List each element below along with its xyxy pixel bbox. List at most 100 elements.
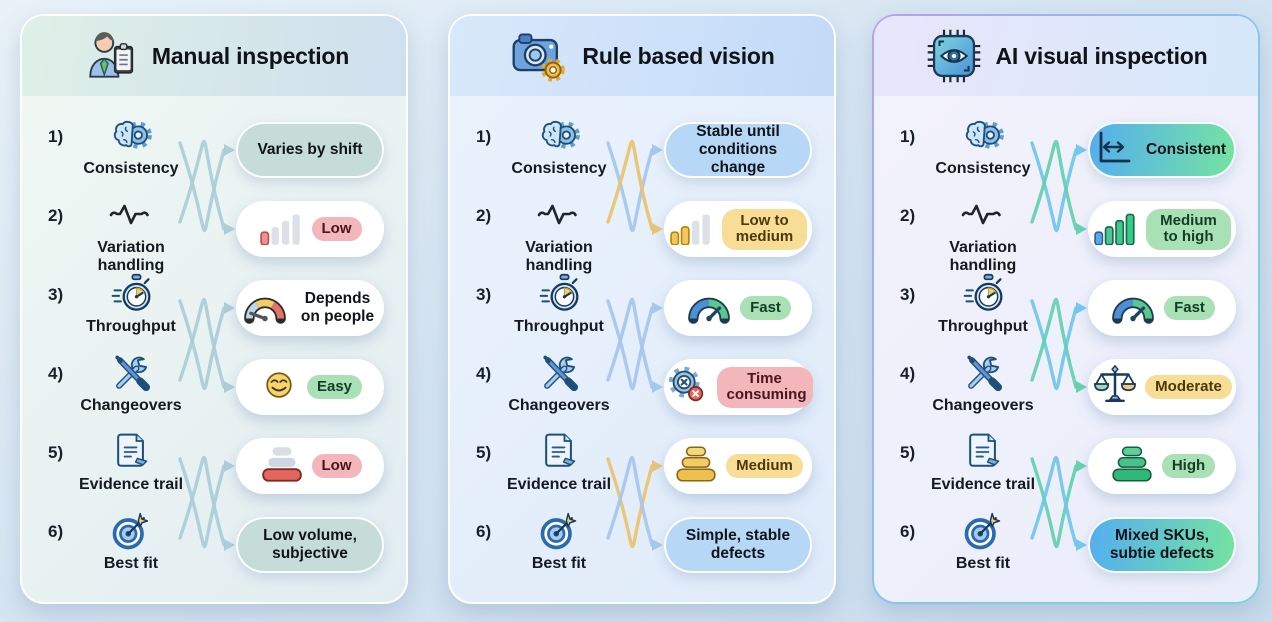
badge-easy: Easy [236, 359, 384, 415]
status-pill: Low [311, 453, 362, 479]
status-pill: Low to medium [722, 208, 807, 250]
tools-icon [109, 351, 153, 395]
stopwatch-icon [109, 272, 153, 316]
badge-text: Depends on people [300, 290, 375, 325]
badge-text: Varies by shift [257, 140, 363, 158]
item-label: Consistency [83, 160, 179, 177]
status-pill: Medium [726, 453, 803, 479]
gauge-fast-icon [1109, 287, 1157, 330]
badge-mixed-skus-subtie-defects: Mixed SKUs, subtie defects [1088, 517, 1236, 573]
item-number: 2) [900, 206, 916, 225]
badge-low: Low [236, 201, 384, 257]
badge-low-volume-subjective: Low volume, subjective [236, 517, 384, 573]
badge-varies-by-shift: Varies by shift [236, 122, 384, 178]
brain-gear-icon [961, 114, 1005, 158]
status-pill: Moderate [1145, 374, 1232, 400]
criterion-throughput: 3)Throughput [26, 272, 202, 336]
item-number: 6) [476, 522, 492, 541]
bars-medium-icon [669, 209, 715, 250]
item-number: 2) [476, 206, 492, 225]
badge-moderate: Moderate [1088, 359, 1236, 415]
arrowhead [1076, 460, 1087, 472]
item-label: Best fit [103, 555, 159, 572]
brain-gear-icon [537, 114, 581, 158]
item-label: Evidence trail [930, 476, 1036, 493]
bars-high-icon [1093, 209, 1139, 250]
status-pill: Easy [306, 374, 363, 400]
waveform-icon [108, 193, 154, 237]
target-icon [537, 509, 581, 553]
badge-text: Low volume, subjective [263, 526, 357, 562]
smiley-icon [258, 364, 300, 411]
item-number: 4) [900, 364, 916, 383]
badge-medium-to-high: Medium to high [1088, 201, 1236, 257]
badge-low-to-medium: Low to medium [664, 201, 812, 257]
criterion-evidence-trail: 5) Evidence trail [878, 430, 1054, 494]
item-label: Changeovers [932, 397, 1034, 414]
item-number: 1) [476, 127, 492, 146]
arrowhead [652, 460, 663, 472]
criterion-throughput: 3)Throughput [878, 272, 1054, 336]
arrowhead [224, 381, 235, 393]
badge-text: Mixed SKUs, subtie defects [1109, 526, 1215, 562]
item-label: Variation handling [949, 239, 1017, 274]
criterion-changeovers: 4) Changeovers [878, 351, 1054, 415]
arrowhead [1076, 381, 1087, 393]
item-number: 1) [900, 127, 916, 146]
document-pen-icon [537, 430, 581, 474]
item-label: Best fit [531, 555, 587, 572]
criterion-variation-handling: 2)Variation handling [26, 193, 202, 275]
criterion-evidence-trail: 5)Evidence trail [454, 430, 630, 494]
criterion-best-fit: 6) Best fit [454, 509, 630, 573]
status-pill: High [1161, 453, 1216, 479]
arrowhead [652, 223, 663, 235]
item-label: Consistency [511, 160, 607, 177]
item-number: 5) [900, 443, 916, 462]
stack-low-icon [259, 445, 305, 488]
item-number: 6) [48, 522, 64, 541]
item-label: Changeovers [80, 397, 182, 414]
item-number: 1) [48, 127, 64, 146]
criterion-best-fit: 6)Best fit [878, 509, 1054, 573]
arrowhead [652, 381, 663, 393]
panel-title: Manual inspection [151, 42, 350, 69]
arrowhead [1076, 144, 1087, 156]
criterion-changeovers: 4)Changeovers [454, 351, 630, 415]
badge-fast: Fast [1088, 280, 1236, 336]
badge-high: High [1088, 438, 1236, 494]
panel-manual-inspection: Manual inspection 1) Consistency 2)Variatio… [20, 14, 408, 604]
range-arrow-icon [1093, 129, 1133, 172]
arrowhead [224, 144, 235, 156]
badge-fast: Fast [664, 280, 812, 336]
item-label: Changeovers [508, 397, 610, 414]
item-label: Evidence trail [506, 476, 612, 493]
arrowhead [652, 144, 663, 156]
badge-consistent: Consistent [1088, 122, 1236, 178]
item-number: 4) [48, 364, 64, 383]
status-pill: Fast [1164, 295, 1215, 321]
criterion-consistency: 1) Consistency [454, 114, 630, 178]
stack-high-icon [1109, 445, 1155, 488]
bars-low-icon [259, 209, 305, 250]
stopwatch-icon [961, 272, 1005, 316]
chip-eye-icon [925, 27, 983, 85]
item-number: 3) [476, 285, 492, 304]
document-pen-icon [961, 430, 1005, 474]
criterion-consistency: 1) Consistency [26, 114, 202, 178]
arrowhead [224, 223, 235, 235]
panel-header: Manual inspection [22, 16, 406, 96]
item-label: Consistency [935, 160, 1031, 177]
waveform-icon [960, 193, 1006, 237]
criterion-consistency: 1) Consistency [878, 114, 1054, 178]
status-pill: Time consuming [716, 366, 813, 408]
item-number: 3) [900, 285, 916, 304]
status-pill: Low [311, 216, 362, 242]
arrowhead [224, 539, 235, 551]
badge-simple-stable-defects: Simple, stable defects [664, 517, 812, 573]
camera-gear-icon [509, 26, 569, 86]
arrowhead [1076, 539, 1087, 551]
item-label: Variation handling [97, 239, 165, 274]
criterion-variation-handling: 2) Variation handling [878, 193, 1054, 275]
